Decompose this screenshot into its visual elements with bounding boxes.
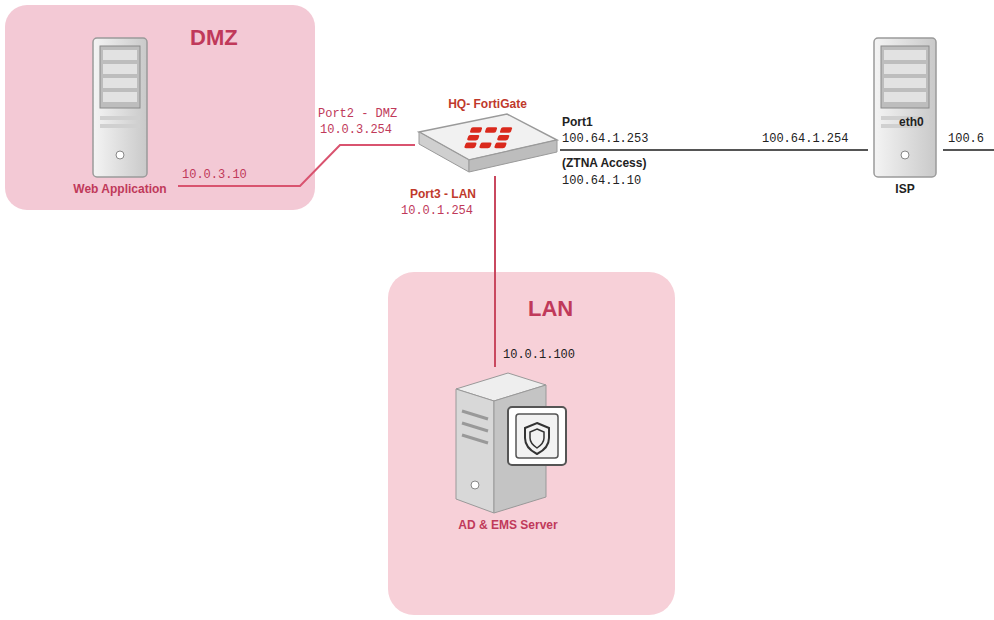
ip-address: 10.0.1.254 [401, 204, 473, 218]
zone-region: DMZ Web Application [5, 5, 315, 210]
access-note: (ZTNA Access) [562, 156, 646, 170]
server-icon [870, 36, 940, 181]
ip-address: 10.0.3.10 [182, 168, 247, 182]
port-label: eth0 [899, 115, 924, 129]
ip-address: 10.0.1.100 [503, 348, 575, 362]
device-label: ISP [895, 181, 914, 197]
server-node: AD & EMS Server [443, 367, 573, 533]
server-icon [446, 367, 571, 517]
port-label: Port1 [562, 115, 593, 129]
server-node: Web Application [62, 36, 178, 197]
ip-address: 100.64.1.10 [562, 174, 641, 188]
ip-address: 100.64.1.253 [562, 132, 648, 146]
server-icon [89, 36, 151, 181]
zone-title: LAN [528, 296, 573, 322]
ip-address: 100.6 [948, 132, 984, 146]
zone-title: DMZ [190, 25, 238, 51]
port-label: Port3 - LAN [410, 187, 476, 201]
device-label: AD & EMS Server [458, 517, 557, 533]
dmz-zone-fill [5, 5, 315, 210]
network-link [178, 145, 415, 186]
device-label: Web Application [73, 181, 166, 197]
network-link [494, 176, 496, 367]
zone-region: LAN AD & EMS Server [388, 272, 675, 615]
network-link [560, 149, 868, 151]
lan-zone-fill [388, 272, 675, 615]
firewall-device: HQ- FortiGate [415, 96, 560, 176]
ip-address: 10.0.3.254 [320, 123, 392, 137]
firewall-icon [415, 112, 560, 176]
port-label: Port2 - DMZ [318, 107, 397, 121]
uplink-wire [943, 149, 994, 151]
device-label: HQ- FortiGate [448, 96, 527, 112]
ip-address: 100.64.1.254 [762, 132, 848, 146]
